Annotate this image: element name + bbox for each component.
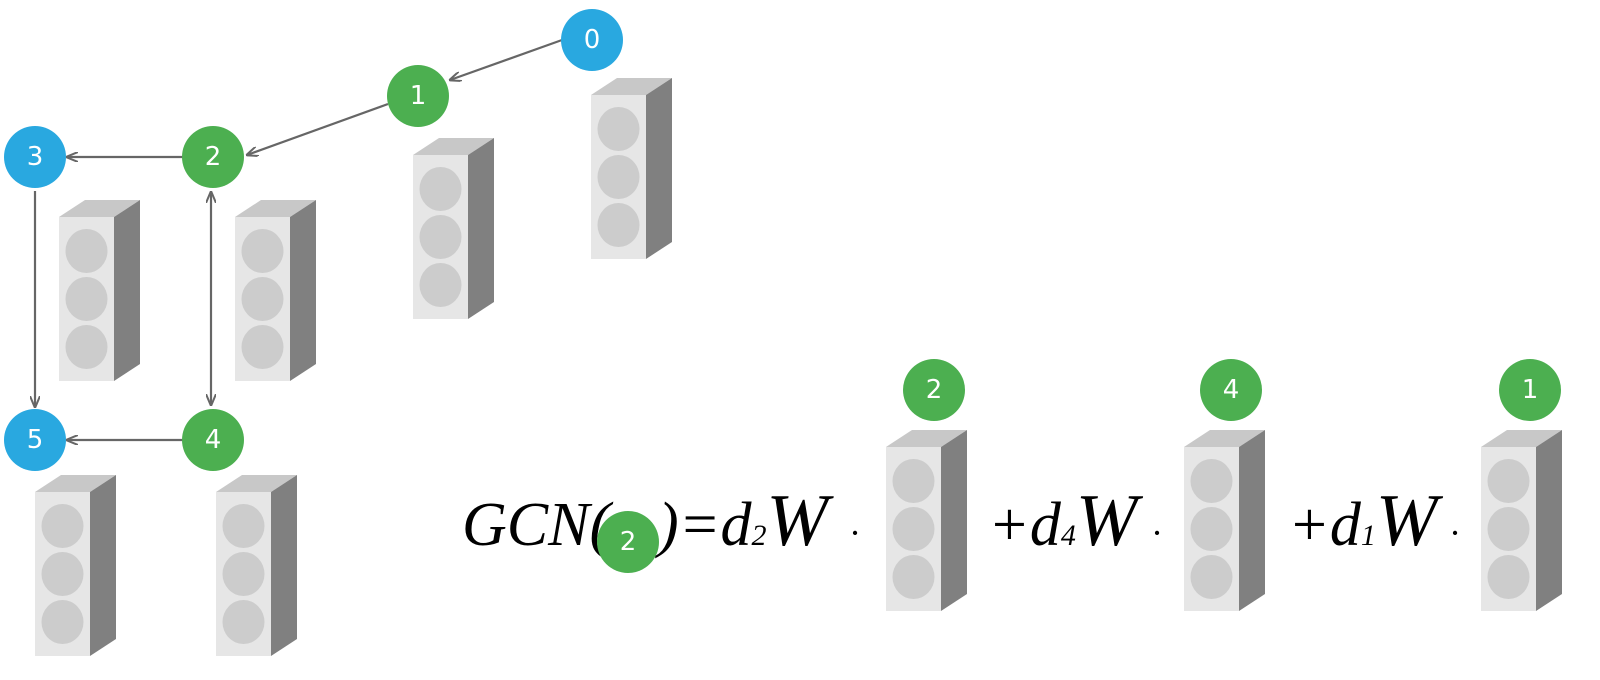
feature-block-node-3 [59, 200, 140, 381]
edge-0-1 [450, 38, 563, 80]
graph-node-5: 5 [4, 409, 66, 471]
node-label: 2 [620, 527, 637, 557]
dot-operator: · [1450, 513, 1459, 553]
node-label: 2 [205, 142, 222, 172]
block-side [114, 200, 140, 381]
feature-cell [65, 229, 108, 273]
feature-block-term-3 [1481, 430, 1562, 611]
d: d [1030, 491, 1062, 559]
feature-cell [892, 459, 935, 503]
d: d [1330, 491, 1362, 559]
block-top [35, 475, 116, 492]
feature-cell [892, 507, 935, 551]
formula-node-term-2: 4 [1200, 359, 1262, 421]
feature-cell [241, 325, 284, 369]
formula-node-term-3: 1 [1499, 359, 1561, 421]
feature-cell [1190, 555, 1233, 599]
node-label: 2 [926, 375, 943, 405]
block-side [271, 475, 297, 656]
feature-cell [65, 325, 108, 369]
feature-cell [597, 155, 640, 199]
plus: + [1288, 491, 1330, 559]
block-side [1239, 430, 1265, 611]
formula-term-3: +d1W [1288, 480, 1444, 562]
formula-prefix: GCN( [462, 491, 613, 559]
node-label: 4 [205, 425, 222, 455]
block-top [1481, 430, 1562, 447]
feature-cell [597, 203, 640, 247]
block-side [290, 200, 316, 381]
edge-1-2 [247, 102, 389, 155]
feature-cell [892, 555, 935, 599]
feature-cell [241, 277, 284, 321]
block-side [468, 138, 494, 319]
dot-operator: · [1152, 513, 1161, 553]
feature-cell [1190, 459, 1233, 503]
graph-node-1: 1 [387, 65, 449, 127]
feature-cell [222, 600, 265, 644]
weight: W [766, 480, 834, 562]
feature-cell [1487, 459, 1530, 503]
close-eq: )= [655, 491, 720, 559]
feature-cell [41, 552, 84, 596]
feature-cell [419, 215, 462, 259]
feature-cell [222, 504, 265, 548]
node-label: 1 [410, 81, 427, 111]
node-label: 3 [27, 142, 44, 172]
formula-node-term-1: 2 [903, 359, 965, 421]
gcn-formula: GCN( 2 )=d2W · +d4W · +d1W · [462, 480, 1459, 573]
feature-cell [1190, 507, 1233, 551]
feature-cell [65, 277, 108, 321]
feature-cell [419, 167, 462, 211]
graph-node-0: 0 [561, 9, 623, 71]
feature-cell [41, 504, 84, 548]
d: d [720, 491, 752, 559]
formula-target-node: 2 [597, 511, 659, 573]
feature-cell [597, 107, 640, 151]
formula-term-1: )=d2W [655, 480, 834, 562]
feature-cell [1487, 507, 1530, 551]
weight: W [1376, 480, 1444, 562]
block-side [941, 430, 967, 611]
block-side [1536, 430, 1562, 611]
node-label: 0 [584, 25, 601, 55]
subscript: 2 [751, 519, 766, 552]
subscript: 1 [1361, 519, 1376, 552]
block-top [235, 200, 316, 217]
feature-cell [222, 552, 265, 596]
graph-node-2: 2 [182, 126, 244, 188]
block-top [59, 200, 140, 217]
block-side [90, 475, 116, 656]
feature-block-term-1 [886, 430, 967, 611]
feature-block-node-5 [35, 475, 116, 656]
block-side [646, 78, 672, 259]
formula-term-2: +d4W [988, 480, 1144, 562]
feature-cell [41, 600, 84, 644]
block-top [1184, 430, 1265, 447]
block-top [413, 138, 494, 155]
graph-node-4: 4 [182, 409, 244, 471]
block-top [591, 78, 672, 95]
feature-block-node-4 [216, 475, 297, 656]
feature-block-node-2 [235, 200, 316, 381]
node-label: 1 [1522, 375, 1539, 405]
feature-block-node-1 [413, 138, 494, 319]
feature-block-node-0 [591, 78, 672, 259]
feature-cell [241, 229, 284, 273]
graph-node-3: 3 [4, 126, 66, 188]
block-top [886, 430, 967, 447]
subscript: 4 [1061, 519, 1076, 552]
block-top [216, 475, 297, 492]
weight: W [1076, 480, 1144, 562]
feature-block-term-2 [1184, 430, 1265, 611]
plus: + [988, 491, 1030, 559]
node-label: 5 [27, 425, 44, 455]
feature-cell [1487, 555, 1530, 599]
dot-operator: · [850, 513, 859, 553]
node-label: 4 [1223, 375, 1240, 405]
feature-cell [419, 263, 462, 307]
